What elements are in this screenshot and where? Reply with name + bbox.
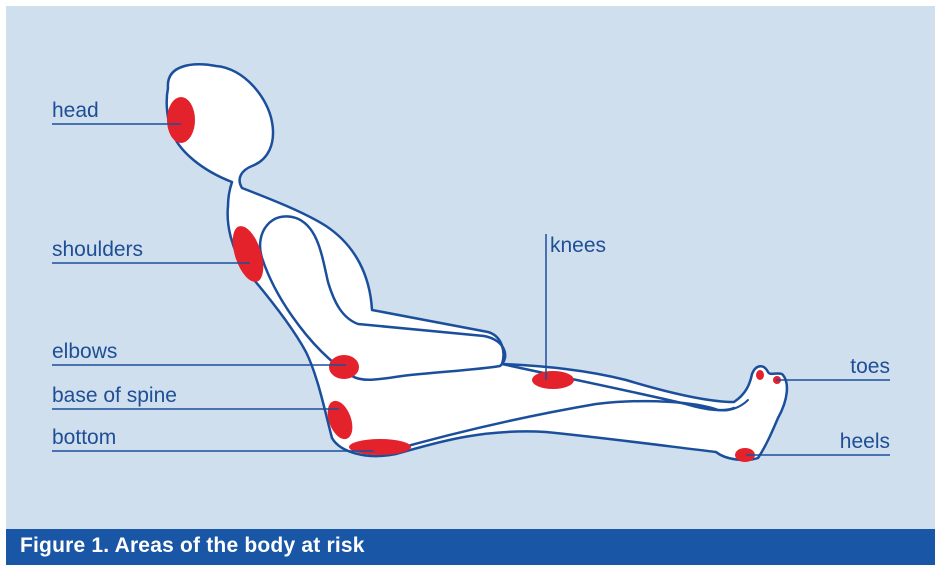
risk-area-head	[167, 97, 195, 143]
label-heels: heels	[840, 430, 890, 453]
figure: head shoulders elbows base of spine bott…	[6, 6, 935, 565]
label-knees: knees	[550, 234, 606, 257]
risk-area-knees	[532, 371, 574, 389]
figure-caption: Figure 1. Areas of the body at risk	[20, 534, 365, 558]
risk-area-toes-1	[756, 370, 764, 380]
label-bottom: bottom	[52, 426, 116, 449]
label-head: head	[52, 99, 99, 122]
diagram-panel: head shoulders elbows base of spine bott…	[6, 6, 935, 529]
risk-area-elbows	[329, 355, 359, 379]
label-elbows: elbows	[52, 340, 117, 363]
label-toes: toes	[850, 355, 890, 378]
body-diagram: head shoulders elbows base of spine bott…	[6, 6, 935, 529]
label-base-of-spine: base of spine	[52, 384, 177, 407]
label-shoulders: shoulders	[52, 238, 143, 261]
caption-bar: Figure 1. Areas of the body at risk	[6, 529, 935, 565]
risk-area-bottom	[349, 439, 411, 455]
